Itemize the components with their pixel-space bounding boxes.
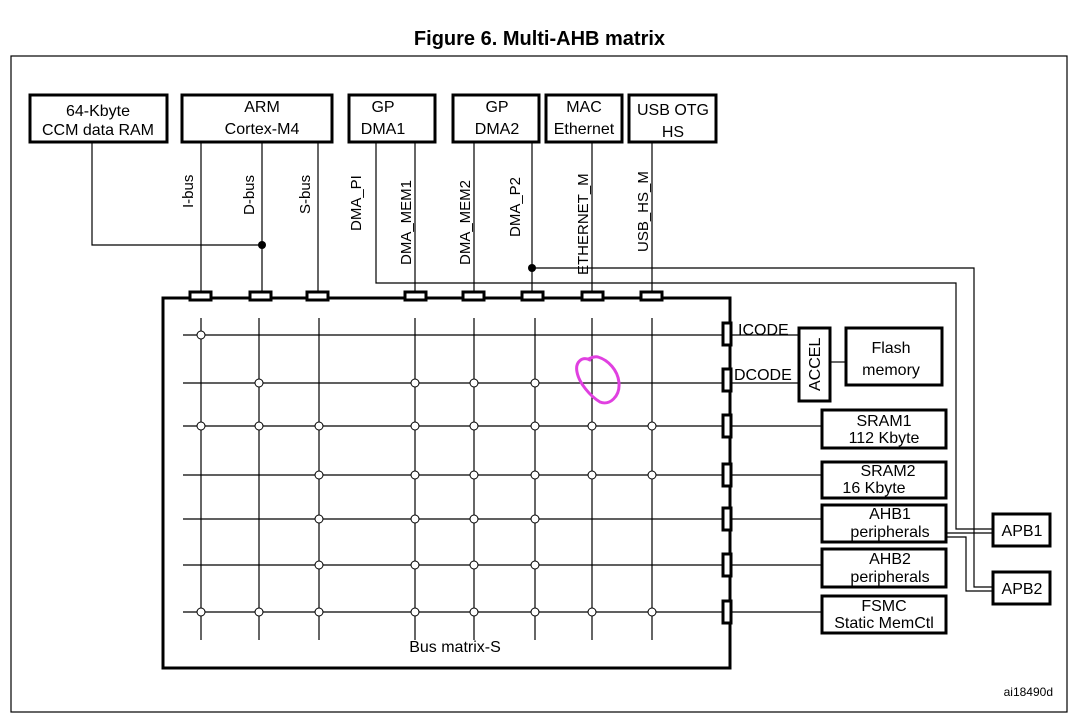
slave-ahb1-peripherals: AHB1 peripherals [820,503,948,544]
sram1-line2: 112 Kbyte [849,430,920,447]
bus-label-sbus: S-bus [297,175,314,214]
bus-matrix-label: Bus matrix-S [409,639,501,656]
sram2-line1: SRAM2 [860,463,915,480]
slave-ahb2-peripherals: AHB2 peripherals [820,547,948,589]
ahb2-line2: peripherals [850,569,929,586]
master-usb-otg: USB OTG HS [627,93,718,144]
sram1-line1: SRAM1 [856,413,911,430]
bus-label-dma-mem1: DMA_MEM1 [398,180,415,265]
bus-label-dma-mem2: DMA_MEM2 [457,180,474,265]
sram2-line2: 16 Kbyte [842,480,905,497]
icode-label: ICODE [738,322,789,339]
slave-sram1: SRAM1 112 Kbyte [820,408,948,450]
accel-block: ACCEL [797,326,832,403]
matrix-junctions [196,330,657,617]
slave-fsmc: FSMC Static MemCtl [820,594,948,635]
ahb2-line1: AHB2 [869,551,911,568]
slave-flash-memory: Flash memory [844,326,944,387]
ahb1-line2: peripherals [850,524,929,541]
master-mac-line2: Ethernet [554,121,615,138]
master-dma1-line1: GP [371,99,394,116]
accel-label: ACCEL [807,338,824,391]
fsmc-line1: FSMC [861,598,906,615]
apb1-label: APB1 [1002,523,1043,540]
matrix-slave-ports [721,321,733,625]
matrix-grid [183,318,822,640]
master-dma2-line1: GP [485,99,508,116]
figure-frame [10,55,1068,713]
matrix-master-ports [188,290,664,302]
handwritten-circle-annotation [575,355,621,405]
master-usb-line2: HS [662,124,684,141]
dcode-label: DCODE [734,367,792,384]
master-gp-dma1: GP DMA1 [347,93,437,144]
master-cortex-line1: ARM [244,99,280,116]
figure-title: Figure 6. Multi-AHB matrix [413,28,666,50]
figure-reference-code: ai18490d [1004,685,1053,699]
master-dma2-line2: DMA2 [475,121,520,138]
master-usb-line1: USB OTG [637,102,709,119]
apb2-label: APB2 [1002,581,1043,598]
apb-bridge-lines [946,532,993,592]
master-gp-dma2: GP DMA2 [451,93,541,144]
bus-label-dma-pi: DMA_PI [348,175,365,231]
master-ccm-ram: 64-Kbyte CCM data RAM [28,93,169,144]
master-mac-ethernet: MAC Ethernet [544,93,624,144]
apb2-block: APB2 [991,570,1052,606]
bus-label-usb-hs-m: USB_HS_M [635,171,652,252]
master-cortex-line2: Cortex-M4 [225,121,300,138]
master-bus-lines [91,142,993,588]
master-dma1-line2: DMA1 [361,121,406,138]
slave-sram2: SRAM2 16 Kbyte [820,460,948,500]
master-ccm-line2: CCM data RAM [42,122,154,139]
bus-label-ethernet-m: ETHERNET_M [575,173,592,275]
bus-label-dma-p2: DMA_P2 [507,177,524,237]
master-mac-line1: MAC [566,99,602,116]
bus-label-dbus: D-bus [241,175,258,215]
master-ccm-line1: 64-Kbyte [66,103,130,120]
flash-line2: memory [862,362,920,379]
bus-label-ibus: I-bus [180,175,197,208]
ahb1-line1: AHB1 [869,506,911,523]
bus-labels: I-bus D-bus S-bus DMA_PI DMA_MEM1 DMA_ME… [180,171,652,275]
apb1-block: APB1 [991,512,1052,548]
fsmc-line2: Static MemCtl [834,615,934,632]
flash-line1: Flash [871,340,910,357]
master-arm-cortex: ARM Cortex-M4 [180,93,334,144]
